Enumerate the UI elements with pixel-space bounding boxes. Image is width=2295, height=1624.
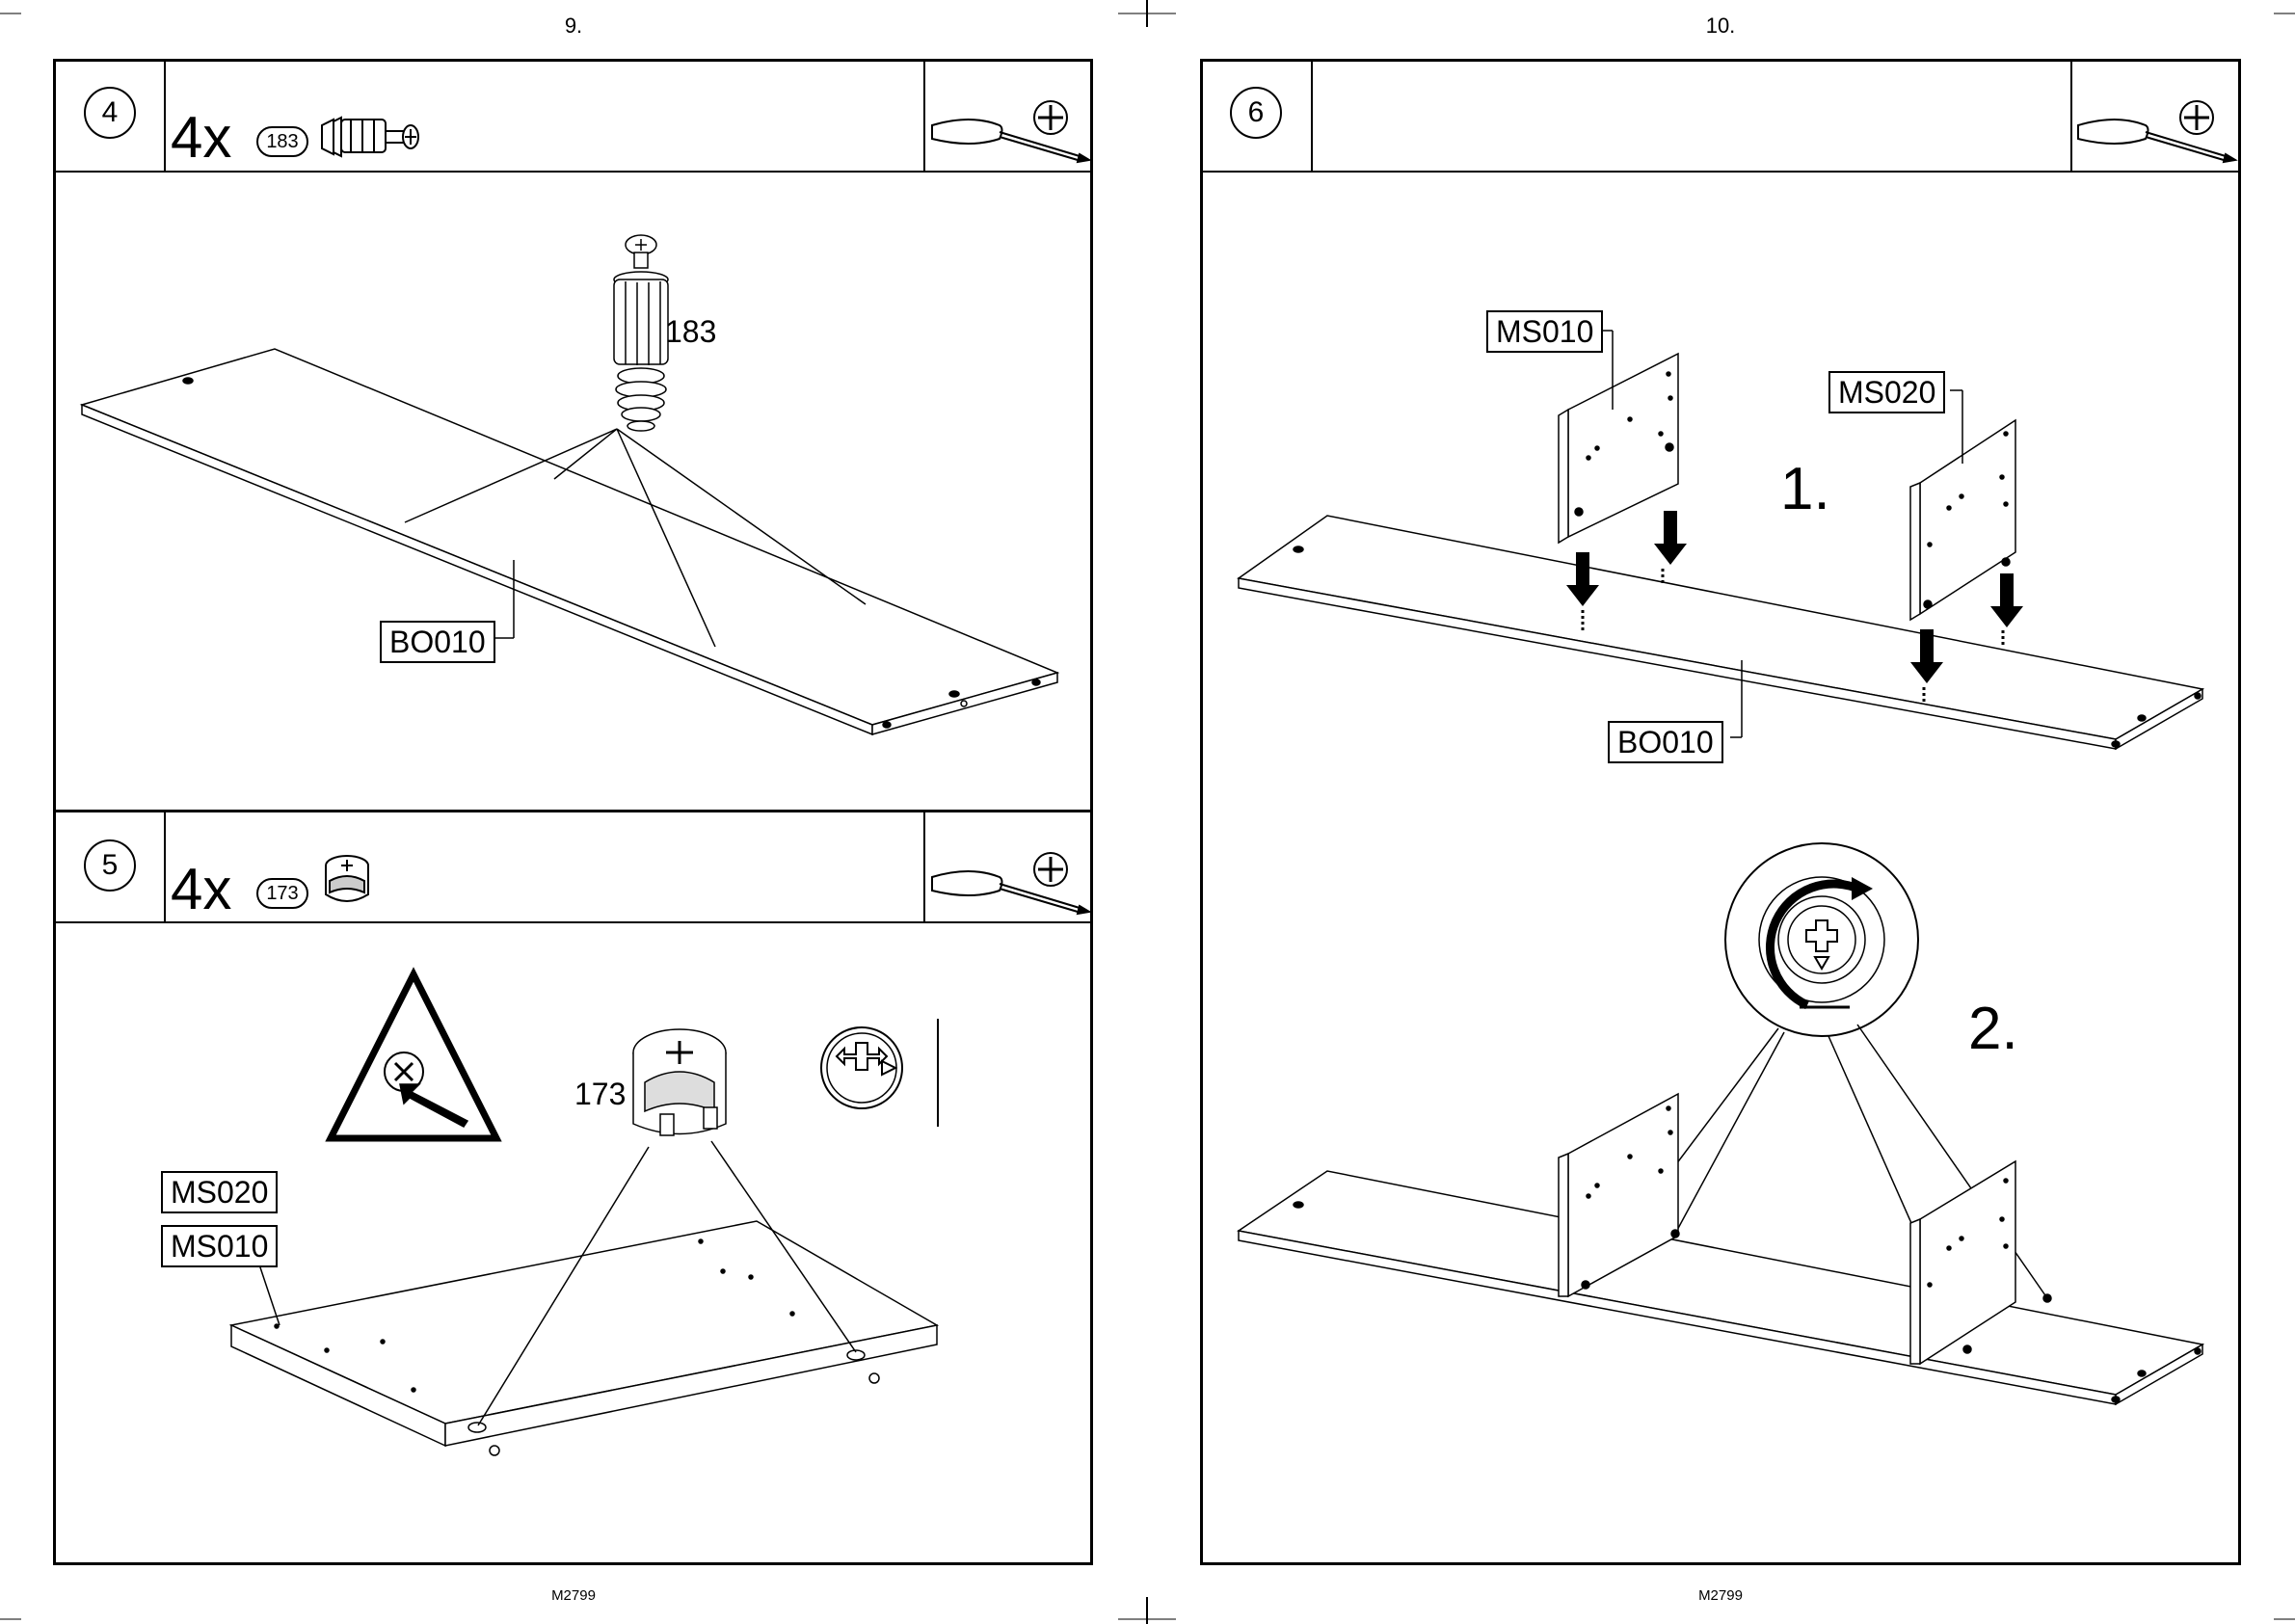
phillips-head-icon — [2177, 98, 2220, 141]
step-6-label-ms010: MS010 — [1486, 310, 1603, 353]
step-5-callout-number: 173 — [574, 1077, 626, 1112]
phillips-head-icon — [1031, 98, 1074, 141]
step-5-part-number: 173 — [256, 878, 308, 909]
step-5-panel-label-ms010: MS010 — [161, 1225, 278, 1267]
footer-code-right: M2799 — [1672, 1587, 1769, 1604]
cam-dowel-icon — [318, 108, 434, 166]
step-4-part-number: 183 — [256, 126, 308, 157]
step-4-illustration — [53, 173, 1093, 810]
cam-lock-icon — [316, 848, 384, 916]
screwdriver-icon — [930, 848, 1104, 925]
step-6-substep-1: 1. — [1780, 455, 1830, 523]
page-number-left: 9. — [535, 13, 612, 39]
phillips-head-icon — [1031, 850, 1074, 892]
step-4-number: 4 — [84, 87, 136, 139]
screwdriver-icon — [930, 96, 1104, 173]
step-4-quantity: 4x — [171, 104, 231, 171]
screwdriver-icon — [2076, 96, 2250, 173]
step-6-illustration — [1200, 169, 2241, 1576]
step-6-label-ms020: MS020 — [1828, 371, 1945, 413]
step-6-label-bo010: BO010 — [1608, 721, 1723, 763]
step-5-quantity: 4x — [171, 856, 231, 922]
footer-code-left: M2799 — [525, 1587, 622, 1604]
step-4-panel-label: BO010 — [380, 621, 495, 663]
step-6-substep-2: 2. — [1968, 995, 2018, 1063]
page-number-right: 10. — [1682, 13, 1759, 39]
step-4-callout-number: 183 — [665, 314, 716, 350]
step-5-panel-label-ms020: MS020 — [161, 1171, 278, 1213]
step-6-number: 6 — [1230, 87, 1282, 139]
step-5-number: 5 — [84, 839, 136, 892]
